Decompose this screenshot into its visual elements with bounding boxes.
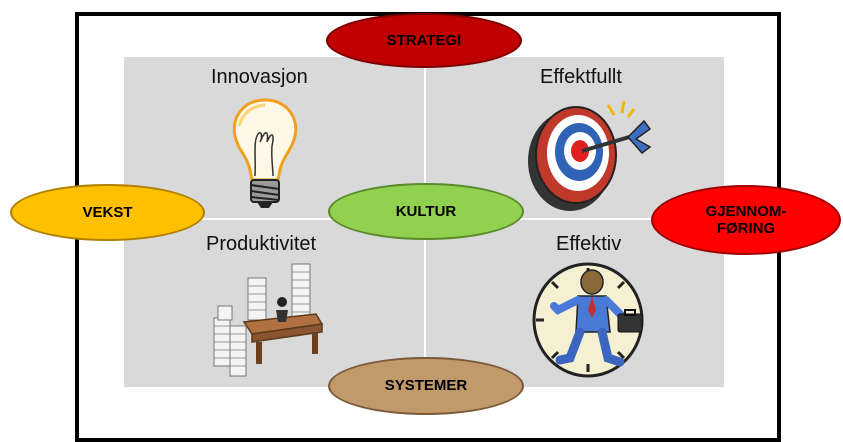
strategi-label: STRATEGI [386,31,462,49]
vekst-ellipse: VEKST [10,184,205,241]
strategi-ellipse: STRATEGI [326,13,522,68]
paper-stacks-desk-icon [213,263,324,377]
systemer-ellipse: SYSTEMER [328,357,524,415]
gjennomforing-label-line2: FØRING [716,220,776,237]
kultur-label: KULTUR [395,202,457,220]
clock-businessman-icon [532,262,644,378]
vekst-label: VEKST [82,203,133,221]
gjennomforing-label-line1: GJENNOM- [705,202,787,220]
systemer-label: SYSTEMER [384,377,468,395]
light-bulb-icon [232,98,298,208]
label-innovasjon: Innovasjon [211,66,308,88]
label-produktivitet: Produktivitet [206,233,317,255]
gjennomforing-ellipse: GJENNOM- FØRING [651,185,841,255]
kultur-ellipse: KULTUR [328,183,524,240]
target-dart-icon [528,100,652,211]
label-effektfullt: Effektfullt [540,66,622,88]
label-effektiv: Effektiv [556,233,622,255]
